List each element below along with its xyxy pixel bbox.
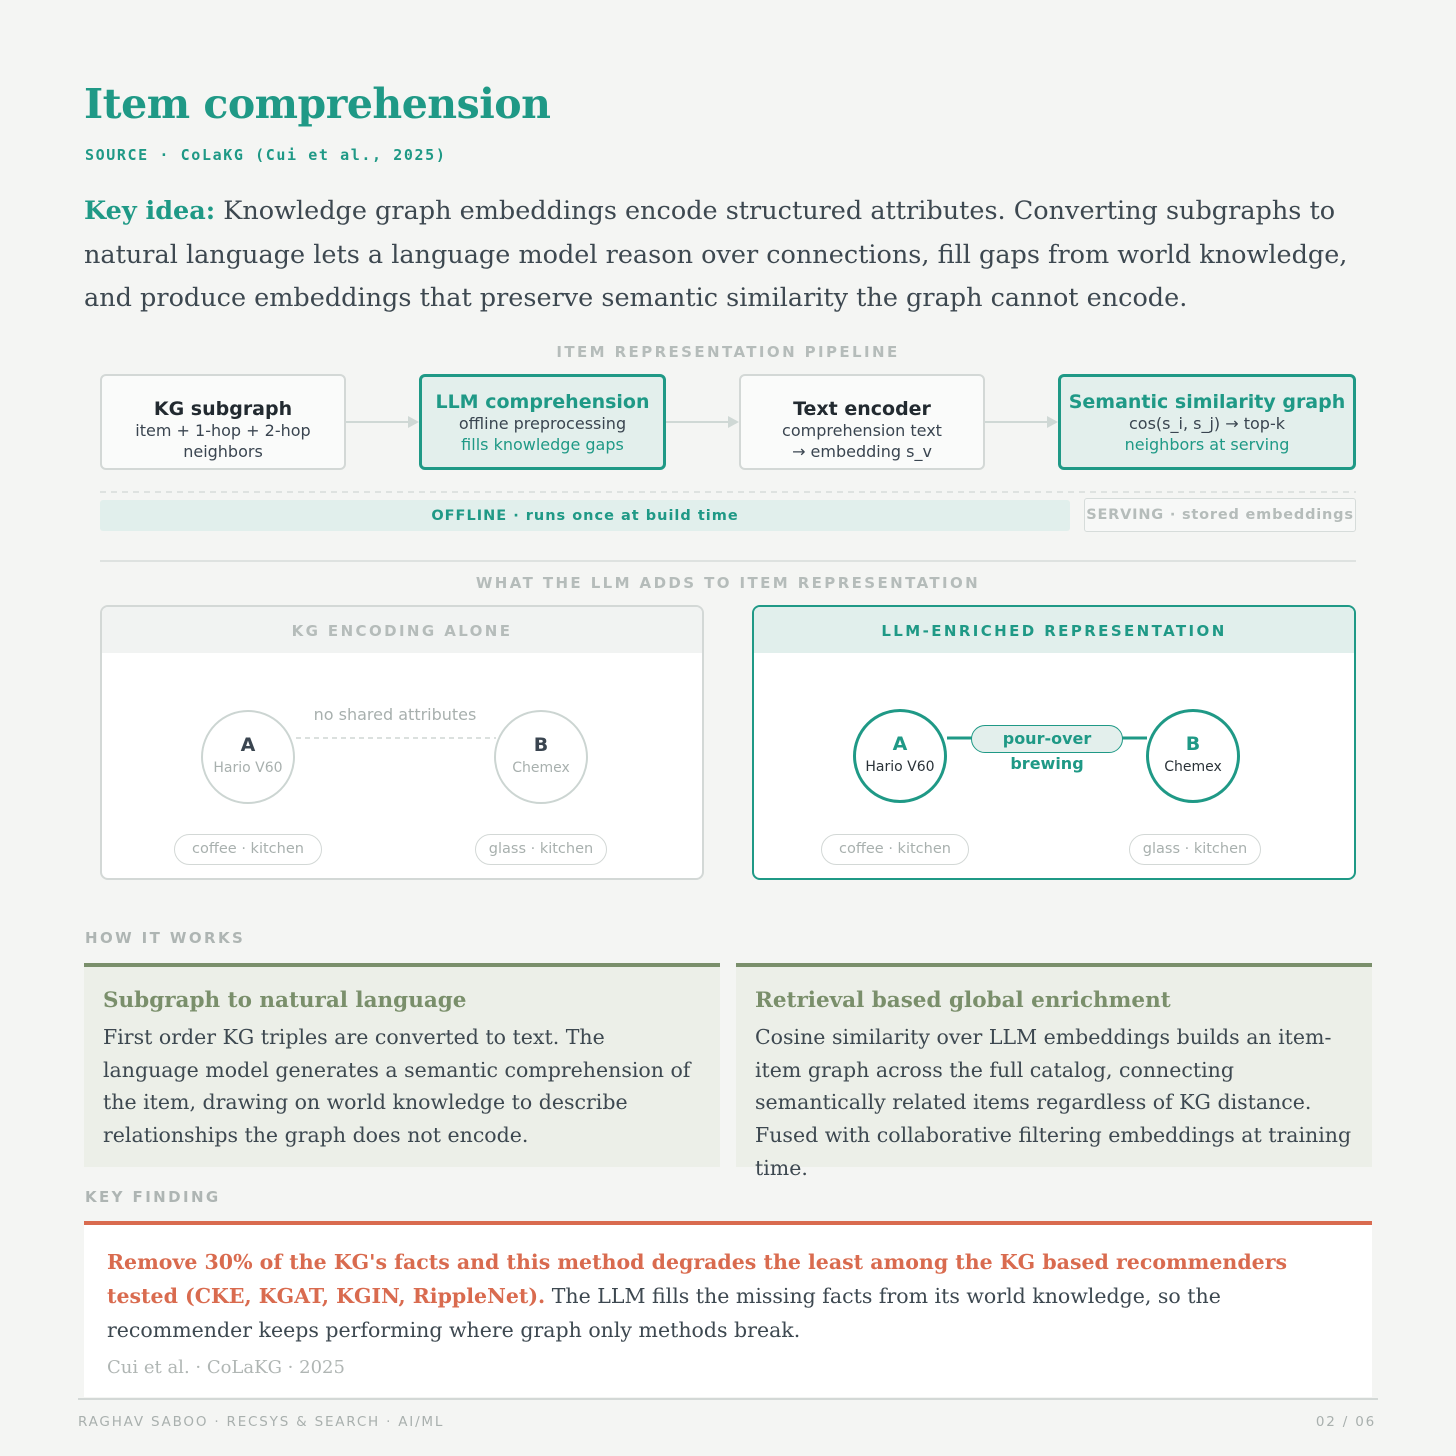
attribute-tag: coffee · kitchen — [174, 834, 322, 865]
node-b: B Chemex — [1146, 709, 1240, 803]
step-title: Semantic similarity graph — [1068, 391, 1346, 413]
how-it-works-heading: HOW IT WORKS — [85, 929, 246, 947]
step-line: item + 1-hop + 2-hop — [135, 421, 311, 440]
page-number: 02 / 06 — [1315, 1414, 1376, 1430]
step-line: → embedding s_v — [792, 442, 932, 461]
step-line: cos(s_i, s_j) → top-k — [1129, 414, 1285, 433]
node-letter: A — [240, 734, 256, 756]
source-line: SOURCE · CoLaKG (Cui et al., 2025) — [85, 146, 447, 164]
key-idea-lead: Key idea: — [84, 196, 216, 226]
key-idea-text: Knowledge graph embeddings encode struct… — [84, 196, 1348, 313]
node-name: Chemex — [512, 760, 570, 776]
finding-body: The LLM fills the missing facts from its… — [107, 1284, 1221, 1342]
footer-rule — [78, 1398, 1378, 1400]
step-title: LLM comprehension — [435, 391, 650, 413]
step-line: comprehension text — [782, 421, 942, 440]
offline-band: OFFLINE · runs once at build time — [100, 500, 1070, 531]
key-idea: Key idea: Knowledge graph embeddings enc… — [84, 190, 1374, 321]
attribute-tag: glass · kitchen — [475, 834, 607, 865]
step-title: Text encoder — [793, 398, 931, 420]
arrow-3 — [985, 416, 1058, 428]
card-retrieval-enrichment: Retrieval based global enrichment Cosine… — [736, 963, 1372, 1180]
node-letter: A — [892, 733, 908, 755]
key-finding-card: Remove 30% of the KG's facts and this me… — [84, 1221, 1372, 1397]
finding-lead: Remove 30% of the KG's facts and this me… — [107, 1250, 1288, 1308]
serving-band: SERVING · stored embeddings — [1084, 498, 1356, 532]
pipeline-step-llm-comprehension: LLM comprehension offline preprocessing … — [419, 374, 666, 470]
kg-alone-panel: KG ENCODING ALONE no shared attributes A… — [100, 605, 704, 880]
attribute-tag: glass · kitchen — [1129, 834, 1261, 865]
step-line: neighbors — [183, 442, 263, 461]
step-line: fills knowledge gaps — [461, 435, 624, 454]
card-subgraph-to-text: Subgraph to natural language First order… — [84, 963, 720, 1167]
attribute-tag: coffee · kitchen — [821, 834, 969, 865]
card-body: Cosine similarity over LLM embeddings bu… — [755, 1025, 1352, 1180]
arrow-2 — [666, 416, 739, 428]
step-title: KG subgraph — [153, 398, 293, 420]
pipeline-step-text-encoder: Text encoder comprehension text → embedd… — [739, 374, 985, 470]
node-name: Hario V60 — [213, 760, 283, 776]
node-name: Hario V60 — [865, 759, 935, 775]
node-name: Chemex — [1164, 759, 1222, 775]
panel-title: KG ENCODING ALONE — [102, 607, 702, 653]
comparison-heading: WHAT THE LLM ADDS TO ITEM REPRESENTATION — [475, 574, 981, 592]
kg-alone-edge — [296, 737, 496, 739]
card-title: Retrieval based global enrichment — [755, 988, 1171, 1013]
panel-title: LLM-ENRICHED REPRESENTATION — [754, 607, 1354, 653]
pipeline-step-kg-subgraph: KG subgraph item + 1-hop + 2-hop neighbo… — [100, 374, 346, 470]
card-body: First order KG triples are converted to … — [103, 1025, 691, 1148]
page-title: Item comprehension — [84, 80, 551, 128]
node-a: A Hario V60 — [201, 710, 295, 804]
footer-author: RAGHAV SABOO · RECSYS & SEARCH · AI/ML — [78, 1414, 445, 1430]
edge-label: pour-over brewing — [971, 725, 1123, 773]
pipeline-heading: ITEM REPRESENTATION PIPELINE — [556, 343, 900, 361]
node-letter: B — [533, 734, 549, 756]
arrow-1 — [346, 416, 419, 428]
step-line: offline preprocessing — [458, 414, 627, 433]
pipeline-step-semantic-similarity-graph: Semantic similarity graph cos(s_i, s_j) … — [1058, 374, 1356, 470]
node-a: A Hario V60 — [853, 709, 947, 803]
finding-text: Remove 30% of the KG's facts and this me… — [107, 1245, 1348, 1347]
node-b: B Chemex — [494, 710, 588, 804]
llm-enriched-panel: LLM-ENRICHED REPRESENTATION pour-over br… — [752, 605, 1356, 880]
card-title: Subgraph to natural language — [103, 988, 467, 1013]
finding-citation: Cui et al. · CoLaKG · 2025 — [107, 1357, 345, 1378]
node-letter: B — [1185, 733, 1201, 755]
step-line: neighbors at serving — [1124, 435, 1290, 454]
key-finding-heading: KEY FINDING — [85, 1188, 221, 1206]
edge-label: no shared attributes — [313, 705, 477, 724]
